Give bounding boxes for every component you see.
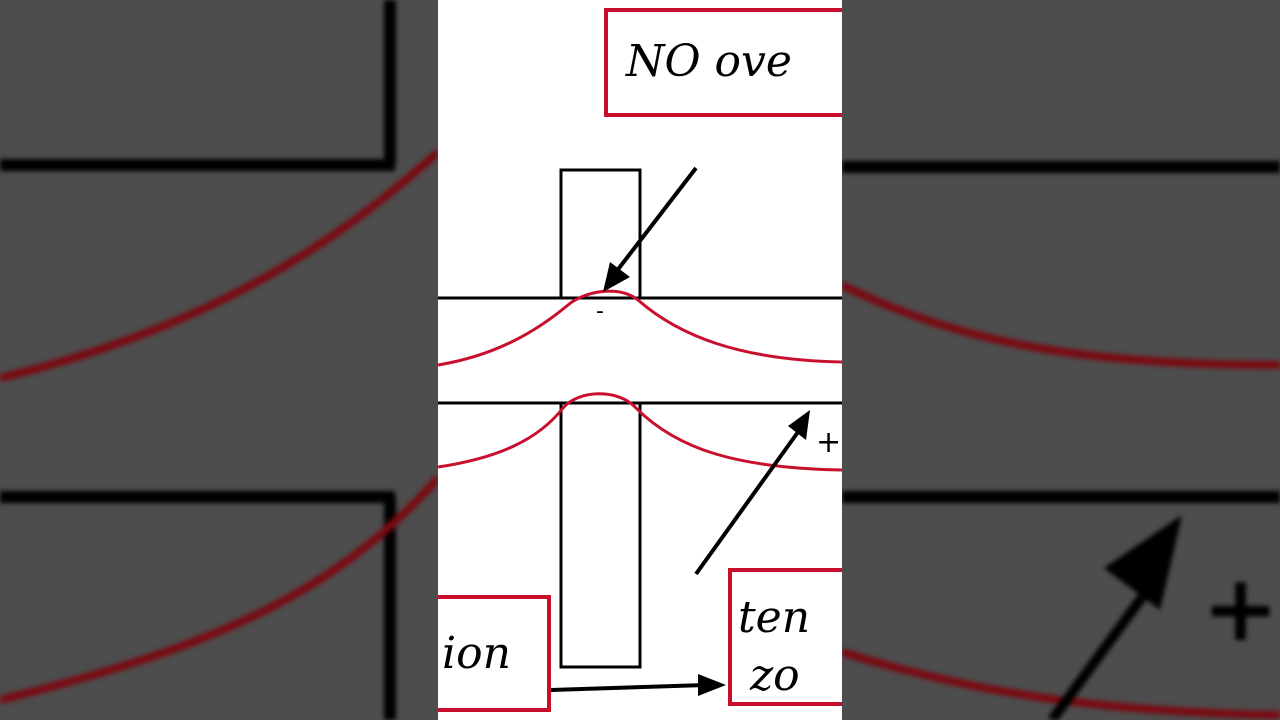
blurred-backdrop-left — [0, 0, 438, 720]
arrow-head-top — [603, 262, 630, 292]
arrow-head-bottom — [698, 674, 726, 696]
lower-moment-curve — [438, 392, 842, 472]
arrow-shaft-top — [614, 166, 698, 274]
diagram-panel: NO ove - + ion ten zo — [438, 0, 842, 720]
arrow-shaft-right — [694, 430, 800, 576]
lower-column — [559, 401, 642, 669]
beam-diagram: NO ove - + ion ten zo — [438, 8, 842, 712]
arrow-head-right — [788, 410, 810, 440]
bottom-right-label-line1: ten — [738, 592, 810, 643]
bottom-left-label-text: ion — [442, 628, 511, 679]
blurred-backdrop-right: + — [842, 0, 1280, 720]
top-label-box — [604, 8, 842, 117]
top-label-text: NO ove — [625, 36, 792, 87]
bottom-right-label-box — [728, 568, 842, 706]
bottom-right-label-line2: zo — [749, 650, 800, 701]
upper-column — [559, 168, 642, 300]
minus-sign: - — [596, 299, 604, 324]
arrow-shaft-bottom — [550, 683, 707, 692]
blurred-plus-sign: + — [1202, 555, 1279, 662]
plus-sign: + — [816, 425, 841, 460]
upper-moment-curve — [438, 289, 842, 367]
bottom-left-label-box — [438, 595, 551, 712]
